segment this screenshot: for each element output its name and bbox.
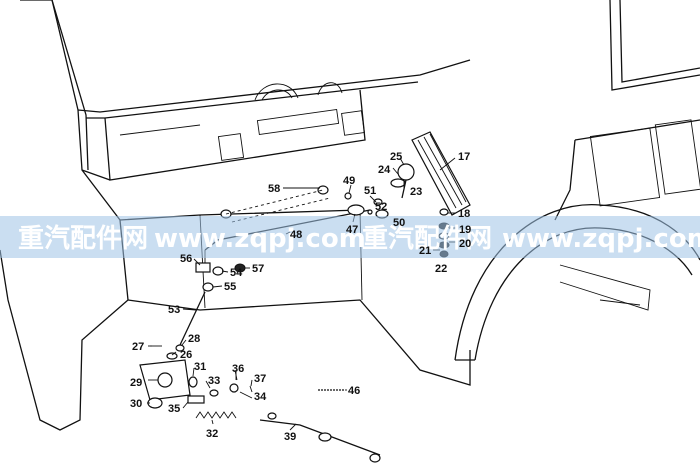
callout-23: 23 bbox=[410, 186, 422, 198]
callout-52: 52 bbox=[375, 201, 387, 213]
cable-clamp bbox=[229, 383, 239, 393]
watermark-band: 重汽配件网 www.zqpj.com 重汽配件网 www.zqpj.com bbox=[0, 216, 700, 258]
rod-eye bbox=[175, 344, 185, 352]
callout-55: 55 bbox=[224, 281, 236, 293]
callout-49: 49 bbox=[343, 175, 355, 187]
hinge-bolt bbox=[390, 178, 406, 188]
watermark-url-left: www.zqpj.com bbox=[154, 224, 366, 254]
callout-31: 31 bbox=[194, 361, 206, 373]
cable-end bbox=[267, 412, 277, 420]
callout-36: 36 bbox=[232, 363, 244, 375]
watermark-url-right: www.zqpj.com bbox=[502, 224, 700, 254]
bracket-bolt bbox=[188, 376, 198, 388]
clamp-screw bbox=[249, 385, 253, 393]
callout-17: 17 bbox=[458, 151, 470, 163]
grommet bbox=[147, 397, 163, 409]
cable-adjuster bbox=[318, 432, 332, 442]
ball-joint bbox=[195, 262, 211, 273]
callout-57: 57 bbox=[252, 263, 264, 275]
callout-39: 39 bbox=[284, 431, 296, 443]
callout-46: 46 bbox=[348, 385, 360, 397]
callout-27: 27 bbox=[132, 341, 144, 353]
lever-pin bbox=[344, 192, 352, 200]
screw-washer bbox=[209, 389, 219, 397]
pedal-hinge bbox=[397, 163, 415, 181]
callout-58: 58 bbox=[268, 183, 280, 195]
callout-50: 50 bbox=[393, 217, 405, 229]
accelerator-pedal bbox=[411, 131, 471, 216]
callout-25: 25 bbox=[390, 151, 402, 163]
callout-33: 33 bbox=[208, 375, 220, 387]
callout-19: 19 bbox=[459, 224, 471, 236]
lever-nut bbox=[367, 209, 373, 215]
rod-bracket-right bbox=[317, 185, 329, 195]
callout-54: 54 bbox=[230, 267, 243, 279]
callout-26: 26 bbox=[180, 349, 192, 361]
watermark-text-right: 重汽配件网 bbox=[362, 224, 492, 254]
callout-22: 22 bbox=[435, 263, 447, 275]
callout-20: 20 bbox=[459, 238, 471, 250]
cab-outline bbox=[0, 0, 700, 431]
callout-56: 56 bbox=[180, 253, 192, 265]
return-spring bbox=[195, 411, 237, 419]
parts bbox=[139, 131, 471, 463]
callout-29: 29 bbox=[130, 377, 142, 389]
callout-48: 48 bbox=[290, 229, 302, 241]
rod-connector bbox=[202, 282, 214, 292]
throttle-cable bbox=[259, 419, 381, 456]
callout-37: 37 bbox=[254, 373, 266, 385]
watermark-text-left: 重汽配件网 bbox=[18, 224, 148, 254]
bracket-boss bbox=[157, 372, 173, 388]
lever-clip bbox=[373, 198, 383, 206]
bracket-screw bbox=[187, 395, 205, 404]
rod-washer bbox=[166, 352, 178, 360]
callout-32: 32 bbox=[206, 428, 218, 440]
callout-34: 34 bbox=[254, 391, 267, 403]
watermark-strip bbox=[0, 216, 700, 258]
callout-51: 51 bbox=[364, 185, 376, 197]
cable-nipple bbox=[369, 453, 381, 463]
callout-24: 24 bbox=[378, 164, 391, 176]
lower-rod bbox=[179, 291, 206, 346]
callout-18: 18 bbox=[458, 208, 470, 220]
callout-35: 35 bbox=[168, 403, 180, 415]
callout-labels: 17 18 19 20 21 22 23 24 25 26 27 28 29 3… bbox=[130, 151, 471, 443]
lever-arm bbox=[347, 204, 365, 216]
callout-53: 53 bbox=[168, 304, 180, 316]
callout-30: 30 bbox=[130, 398, 142, 410]
callout-47: 47 bbox=[346, 224, 358, 236]
joint-washer bbox=[212, 266, 224, 276]
callout-21: 21 bbox=[419, 245, 431, 257]
leader-lines bbox=[147, 157, 457, 431]
callout-28: 28 bbox=[188, 333, 200, 345]
